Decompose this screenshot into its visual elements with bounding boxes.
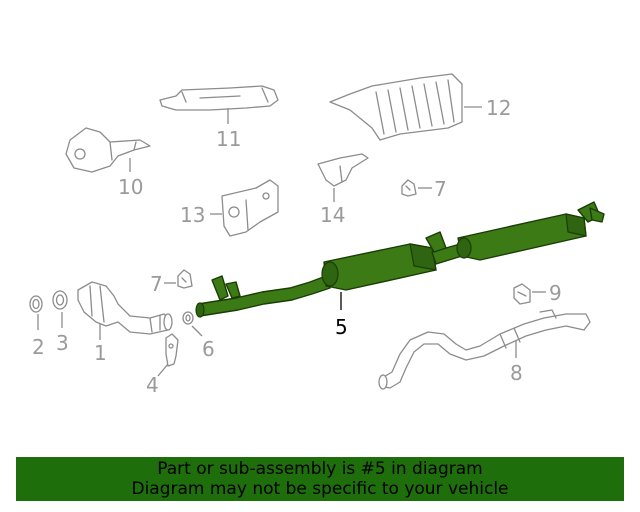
callout-3[interactable]: 3 (56, 331, 69, 355)
part-11-heat-shield[interactable] (159, 85, 279, 111)
part-1-converter[interactable] (77, 281, 173, 335)
callout-13[interactable]: 13 (180, 203, 205, 227)
callout-11[interactable]: 11 (216, 127, 241, 151)
part-5-muffler-assembly[interactable] (195, 201, 605, 318)
part-12-heat-shield[interactable] (329, 73, 463, 141)
part-8-tail-pipe[interactable] (378, 309, 591, 390)
callout-6[interactable]: 6 (202, 337, 215, 361)
callout-8[interactable]: 8 (510, 361, 523, 385)
info-banner: Part or sub-assembly is #5 in diagram Di… (16, 457, 624, 501)
part-14-bracket[interactable] (317, 153, 369, 187)
part-7-insulator-a[interactable] (401, 179, 417, 197)
part-2-gasket[interactable] (29, 295, 43, 313)
leader-4 (157, 363, 169, 377)
callout-4[interactable]: 4 (146, 373, 159, 397)
callout-7b[interactable]: 7 (150, 272, 163, 296)
part-9-insulator[interactable] (513, 283, 531, 305)
banner-line-selected-part: Part or sub-assembly is #5 in diagram (157, 459, 483, 479)
part-7-insulator-b[interactable] (177, 269, 193, 289)
part-13-bracket[interactable] (221, 179, 279, 237)
part-6-nut[interactable] (182, 311, 194, 325)
part-3-seal[interactable] (52, 290, 68, 310)
callout-5[interactable]: 5 (335, 315, 348, 339)
callout-2[interactable]: 2 (32, 335, 45, 359)
part-4-support[interactable] (165, 333, 179, 367)
callout-1[interactable]: 1 (94, 341, 107, 365)
callout-14[interactable]: 14 (320, 203, 345, 227)
callout-10[interactable]: 10 (118, 175, 143, 199)
callout-12[interactable]: 12 (486, 96, 511, 120)
part-10-bracket[interactable] (65, 127, 151, 173)
banner-line-disclaimer: Diagram may not be specific to your vehi… (131, 479, 509, 499)
callout-7a[interactable]: 7 (434, 177, 447, 201)
leader-6 (191, 325, 203, 337)
callout-9[interactable]: 9 (549, 281, 562, 305)
